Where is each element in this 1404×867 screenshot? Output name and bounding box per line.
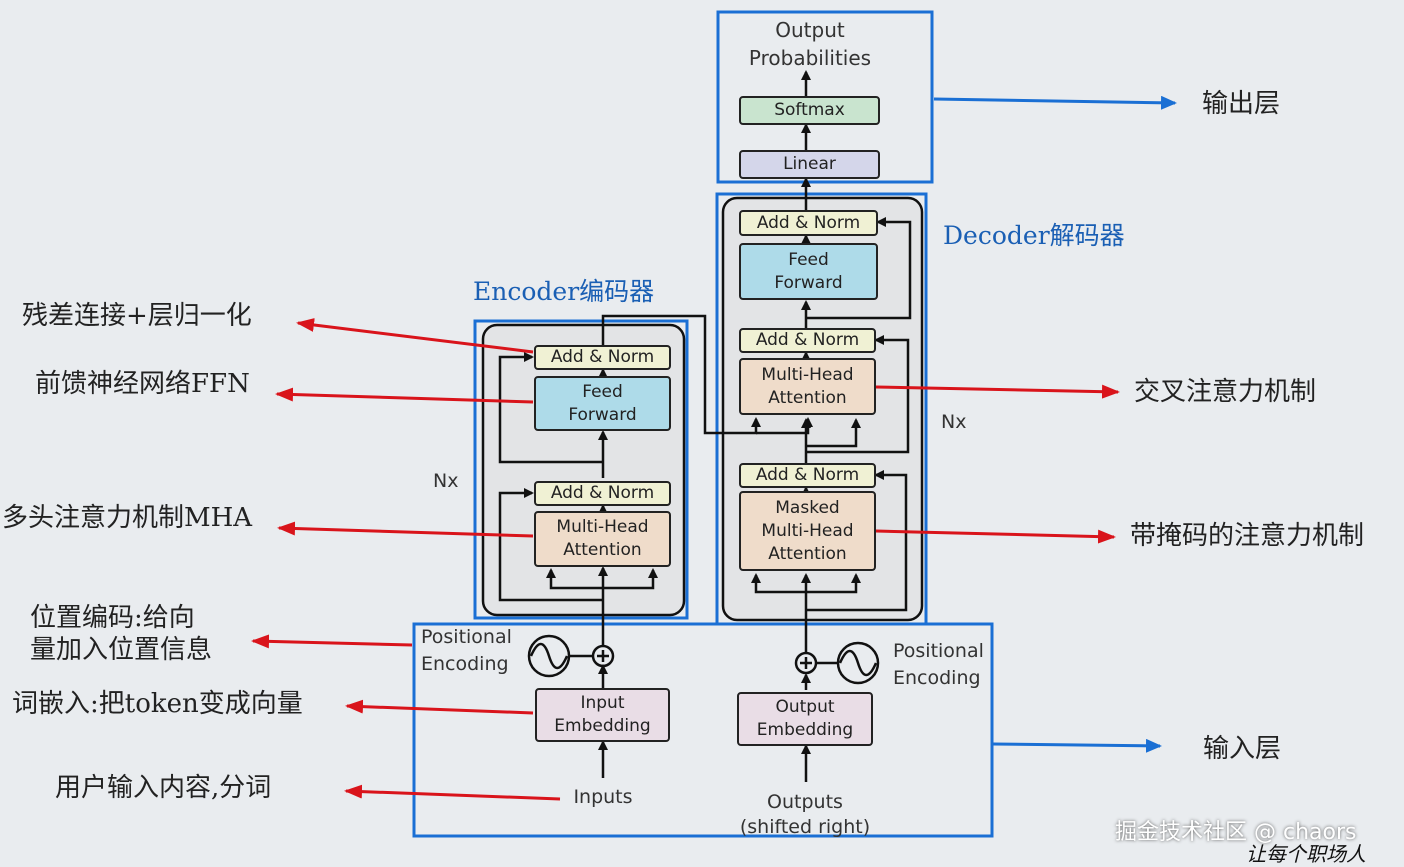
output-embedding-block: Output Embedding <box>737 692 873 746</box>
encoder-feed-forward: Feed Forward <box>534 376 671 431</box>
encoder-multi-head-attention: Multi-Head Attention <box>534 511 671 567</box>
decoder-cross-attention: Multi-Head Attention <box>739 358 876 415</box>
corner-text: 让每个职场人 <box>1246 842 1366 866</box>
decoder-masked-attention: Masked Multi-Head Attention <box>739 491 876 571</box>
encoder-add-norm-bottom: Add & Norm <box>534 481 671 506</box>
decoder-title: Decoder解码器 <box>943 221 1125 250</box>
output-probabilities-label: Output Probabilities <box>748 18 872 70</box>
annotation-input-layer: 输入层 <box>1203 734 1282 764</box>
decoder-add-norm-bottom: Add & Norm <box>739 463 876 488</box>
input-layer-frame <box>412 622 994 838</box>
decoder-positional-encoding-label: Positional Encoding <box>893 640 984 689</box>
annotation-ffn: 前馈神经网络FFN <box>35 369 250 399</box>
watermark: 掘金技术社区 @ chaors <box>1115 820 1357 845</box>
annotation-cross-attention: 交叉注意力机制 <box>1134 377 1317 407</box>
encoder-title: Encoder编码器 <box>473 277 655 306</box>
decoder-add-norm-middle: Add & Norm <box>739 328 876 353</box>
decoder-add-circle <box>794 651 818 675</box>
encoder-add-circle <box>591 644 615 668</box>
annotation-embedding: 词嵌入:把token变成向量 <box>12 689 303 719</box>
annotation-position: 位置编码:给向 量加入位置信息 <box>30 603 213 665</box>
decoder-nx-label: Nx <box>941 411 967 433</box>
linear-block: Linear <box>739 150 880 179</box>
encoder-frame <box>473 319 689 620</box>
annotation-output-layer: 输出层 <box>1202 89 1281 119</box>
outputs-label: Outputs (shifted right) <box>739 791 871 838</box>
annotation-mha: 多头注意力机制MHA <box>2 503 253 533</box>
decoder-add-norm-top: Add & Norm <box>739 210 878 236</box>
annotation-masked-attention: 带掩码的注意力机制 <box>1130 521 1365 551</box>
encoder-add-norm-top: Add & Norm <box>534 345 671 370</box>
output-layer-frame <box>716 10 934 184</box>
encoder-positional-encoding-label: Positional Encoding <box>421 626 512 675</box>
annotation-tokenize: 用户输入内容,分词 <box>55 773 272 803</box>
decoder-feed-forward: Feed Forward <box>739 243 878 300</box>
input-embedding-block: Input Embedding <box>535 688 670 742</box>
encoder-nx-label: Nx <box>433 470 459 492</box>
inputs-label: Inputs <box>573 786 633 808</box>
softmax-block: Softmax <box>739 96 880 125</box>
annotation-residual: 残差连接+层归一化 <box>22 301 252 331</box>
